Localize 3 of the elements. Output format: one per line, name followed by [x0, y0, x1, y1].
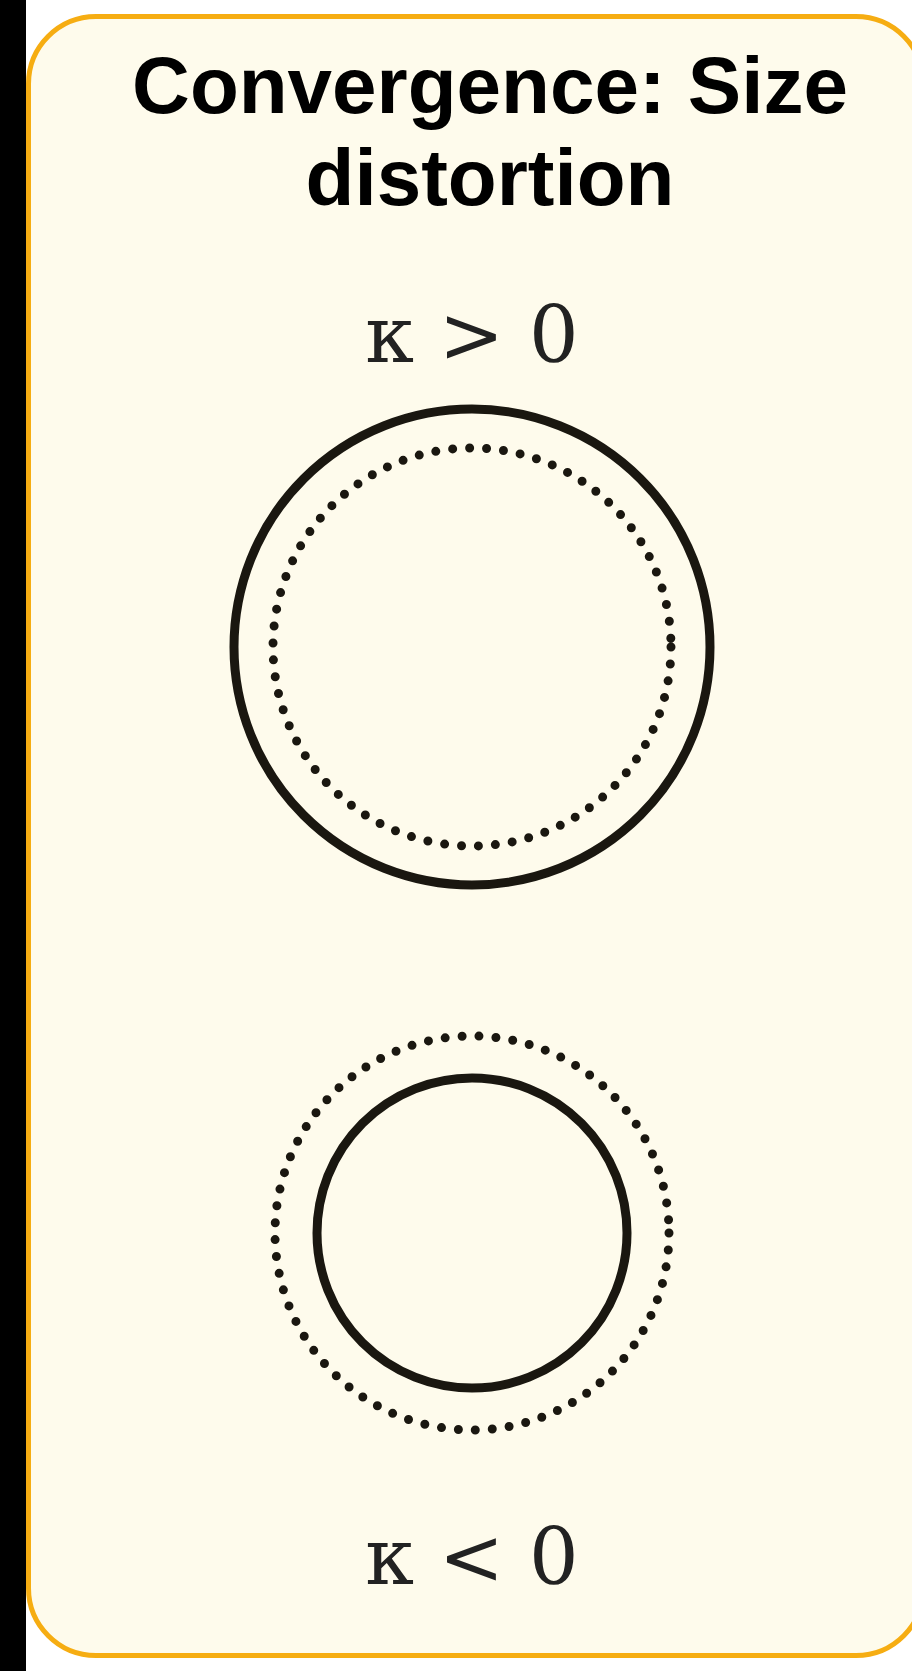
math-label: κ < 0	[364, 1512, 580, 1602]
title: Convergence: Size distortion	[131, 40, 849, 224]
math-label: κ > 0	[364, 290, 580, 380]
